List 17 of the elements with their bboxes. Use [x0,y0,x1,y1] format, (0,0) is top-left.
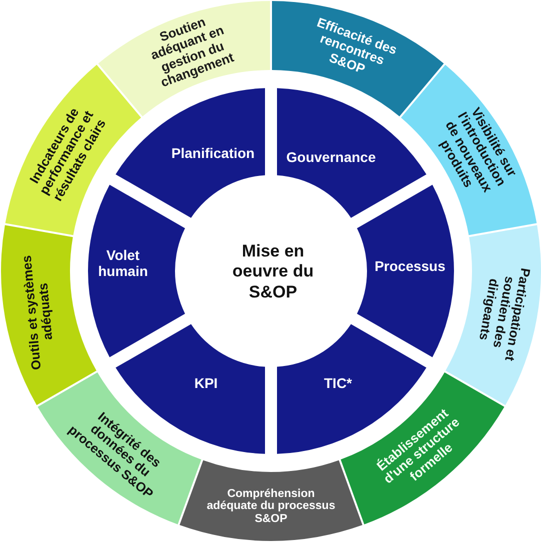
outer-ring-segment [445,225,541,406]
segment-label: KPI [193,374,219,392]
segment-label: Compréhension adéquate du processus S&OP [206,488,336,526]
outer-ring-segment [179,460,363,541]
center-label: Mise en oeuvre du S&OP [231,241,315,303]
segment-label: TIC* [323,374,353,392]
outer-ring-segment [400,64,537,236]
segment-label: Volet humain [97,246,149,280]
outer-ring-segment [98,1,270,117]
segment-label: Processus [374,258,446,274]
segment-label: Gouvernance [285,148,377,166]
segment-label: Outils et systèmes adéquats [20,254,56,372]
outer-ring-segment [1,225,97,406]
outer-ring-segment [272,1,444,117]
outer-ring-segment [5,64,142,236]
segment-label: Planification [170,144,256,162]
inner-ring-segment [88,183,187,359]
